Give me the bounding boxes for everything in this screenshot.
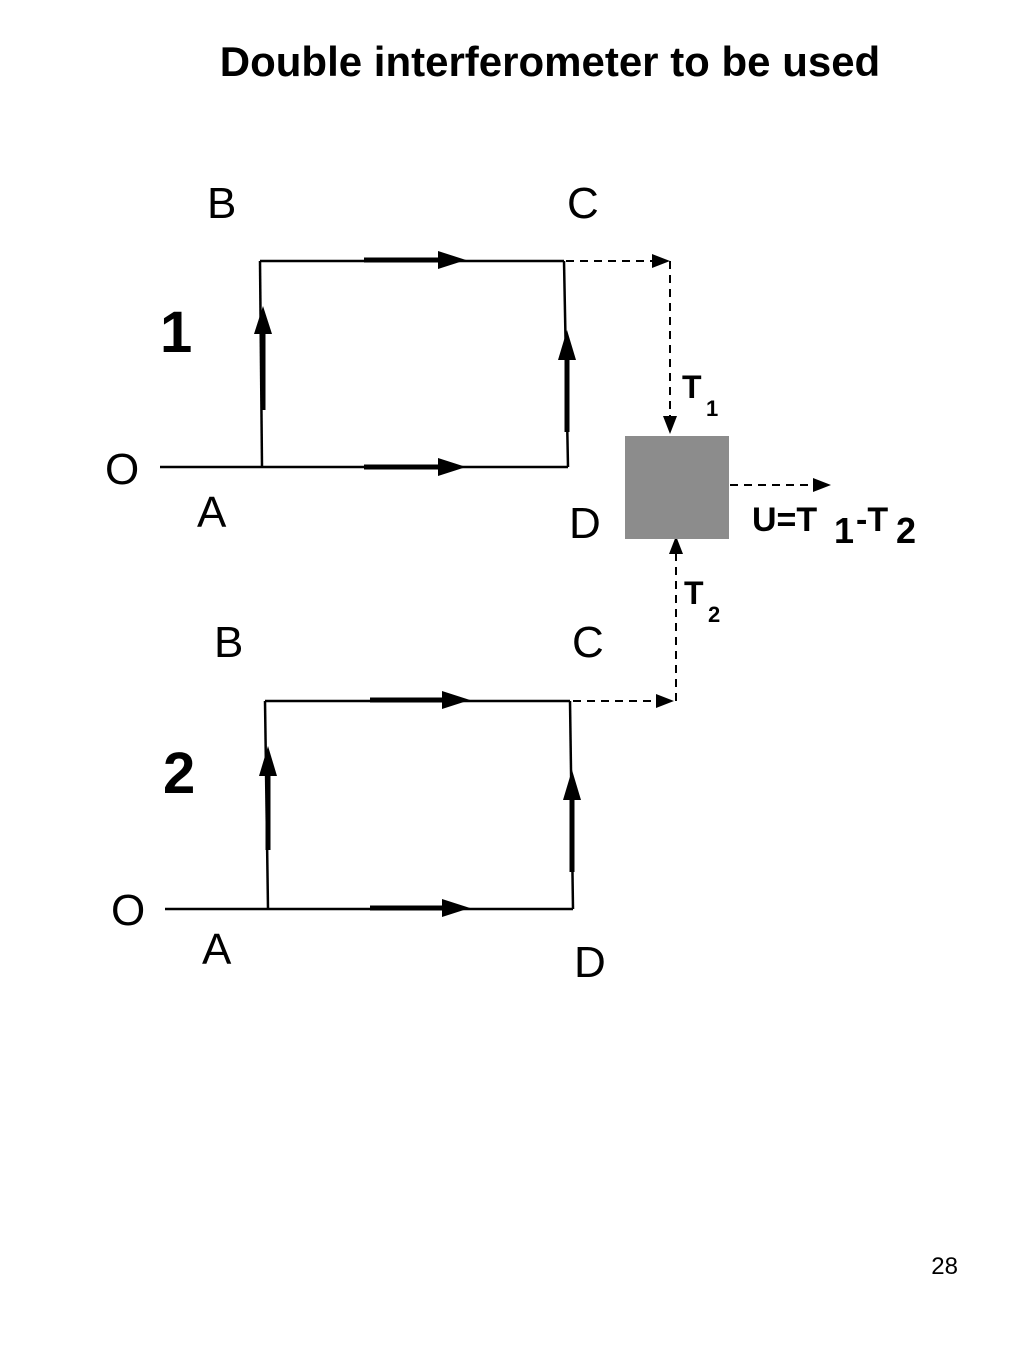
dashed-connection-2 <box>573 536 683 708</box>
label-output-prefix: U=T <box>752 501 817 539</box>
label-a-2: A <box>202 925 232 974</box>
label-output-mid: -T <box>856 501 888 539</box>
detector-box <box>625 436 729 539</box>
label-c-1: C <box>567 179 599 228</box>
label-a-1: A <box>197 488 227 537</box>
label-t1: T 1 <box>682 369 718 421</box>
direction-arrow-right-2 <box>563 770 581 872</box>
label-output-sub1: 1 <box>834 510 854 551</box>
direction-arrow-left-1 <box>254 306 272 410</box>
label-t2-sub: 2 <box>708 602 720 627</box>
direction-arrow-bottom-2 <box>370 899 470 917</box>
direction-arrow-top-2 <box>370 691 470 709</box>
label-o-1: O <box>105 445 139 494</box>
label-output: U=T 1 -T 2 <box>752 501 916 551</box>
interferometer-number-2: 2 <box>163 741 195 806</box>
dashed-connection-1 <box>566 254 677 434</box>
dashed-output-arrow <box>730 478 831 492</box>
label-d-2: D <box>574 938 606 987</box>
interferometer-number-1: 1 <box>160 300 192 365</box>
label-b-1: B <box>207 179 236 228</box>
label-b-2: B <box>214 618 243 667</box>
label-t1-sub: 1 <box>706 396 718 421</box>
label-d-1: D <box>569 499 601 548</box>
direction-arrow-right-1 <box>558 330 576 432</box>
label-o-2: O <box>111 886 145 935</box>
label-c-2: C <box>572 618 604 667</box>
page-number: 28 <box>931 1253 958 1280</box>
label-output-sub2: 2 <box>896 510 916 551</box>
label-t1-base: T <box>682 369 702 405</box>
direction-arrow-bottom-1 <box>364 458 466 476</box>
direction-arrow-top-1 <box>364 251 466 269</box>
slide-title: Double interferometer to be used <box>219 38 881 85</box>
interferometer-1: 1 O A B C D <box>105 179 601 548</box>
direction-arrow-left-2 <box>259 746 277 850</box>
interferometer-2: 2 O A B C D <box>111 618 606 987</box>
label-t2: T 2 <box>684 575 720 627</box>
label-t2-base: T <box>684 575 704 611</box>
